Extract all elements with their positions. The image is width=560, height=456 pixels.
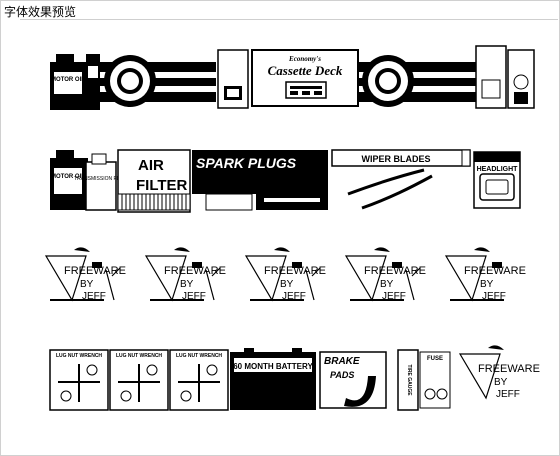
freeware-line3: JEFF [482, 291, 506, 302]
freeware-line1: FREEWARE [264, 265, 326, 277]
cassette-deck-label: Cassette Deck [268, 63, 343, 78]
freeware-line1: FREEWARE [64, 265, 126, 277]
row2-auto-parts: MOTOR OIL TRANSMISSION FLUID AIR FILTER … [50, 149, 521, 213]
air-filter-label-1: AIR [138, 157, 164, 174]
headlight-label: HEADLIGHT [477, 166, 519, 173]
freeware-line1: FREEWARE [478, 363, 540, 375]
freeware-line1: FREEWARE [464, 265, 526, 277]
oil-can-icon: MOTOR OIL [50, 150, 88, 210]
row3-freeware-repeat: FREEWARE BY JEFF FREEWARE BY JEFF FREEWA… [44, 247, 526, 302]
title-divider [20, 19, 558, 20]
lug-wrench-icon: LUG NUT WRENCH [169, 349, 229, 411]
freeware-logo: FREEWARE BY JEFF [458, 345, 540, 400]
row2-oil-label: MOTOR OIL [51, 174, 85, 180]
freeware-line2: BY [494, 377, 508, 388]
freeware-line3: JEFF [282, 291, 306, 302]
air-filter-label-2: FILTER [136, 177, 188, 194]
freeware-line2: BY [80, 279, 94, 290]
freeware-logo: FREEWARE BY JEFF [444, 247, 526, 302]
window-title: 字体效果预览 [4, 5, 77, 19]
tape-reel-icon [104, 55, 156, 107]
oil-can-icon: MOTOR OIL [50, 54, 88, 110]
battery-label: 60 MONTH BATTERY [233, 362, 313, 371]
spark-plugs-label: SPARK PLUGS [196, 155, 297, 171]
lug-wrench-icon: LUG NUT WRENCH [109, 349, 169, 411]
tape-reel-icon [362, 55, 414, 107]
freeware-line3: JEFF [82, 291, 106, 302]
wiper-blades-label: WIPER BLADES [361, 154, 430, 164]
row4-auto-parts: LUG NUT WRENCH LUG NUT WRENCH LUG NUT WR… [49, 345, 540, 411]
freeware-line1: FREEWARE [164, 265, 226, 277]
row1-oil-label: MOTOR OIL [51, 77, 85, 83]
freeware-line3: JEFF [182, 291, 206, 302]
lug-wrench-label: LUG NUT WRENCH [116, 353, 162, 359]
transmission-label: TRANSMISSION FLUID [74, 176, 128, 182]
wiper-icon [347, 168, 433, 210]
battery-icon: 60 MONTH BATTERY [230, 348, 316, 410]
freeware-line1: FREEWARE [364, 265, 426, 277]
brake-label-1: BRAKE [324, 356, 360, 367]
freeware-line3: JEFF [382, 291, 406, 302]
brake-label-2: PADS [330, 370, 354, 380]
fuse-label: FUSE [427, 356, 443, 362]
cassette-deck-icon: Economy's Cassette Deck [251, 49, 359, 107]
freeware-line2: BY [180, 279, 194, 290]
freeware-line3: JEFF [496, 389, 520, 400]
freeware-logo: FREEWARE BY JEFF [44, 247, 126, 302]
lug-wrench-label: LUG NUT WRENCH [176, 353, 222, 359]
freeware-line2: BY [480, 279, 494, 290]
tire-gauge-label: TIRE GAUGE [406, 364, 412, 396]
freeware-line2: BY [380, 279, 394, 290]
freeware-logo: FREEWARE BY JEFF [244, 247, 326, 302]
lug-wrench-icon: LUG NUT WRENCH [49, 349, 109, 411]
row1-cassette-banner: MOTOR OIL Economy's Cassette Deck [50, 45, 535, 110]
freeware-logo: FREEWARE BY JEFF [144, 247, 226, 302]
lug-wrench-label: LUG NUT WRENCH [56, 353, 102, 359]
cassette-top-label: Economy's [288, 55, 321, 63]
freeware-logo: FREEWARE BY JEFF [344, 247, 426, 302]
freeware-line2: BY [280, 279, 294, 290]
